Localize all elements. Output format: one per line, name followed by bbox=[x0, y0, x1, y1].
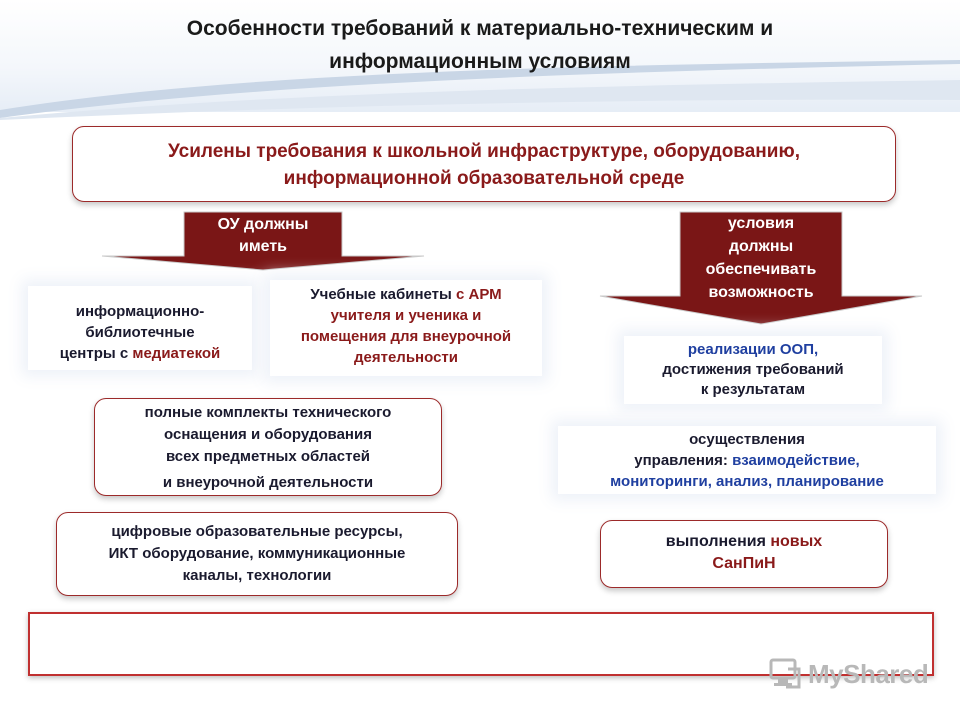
library-centers-item: информационно- библиотечные центры с мед… bbox=[28, 286, 252, 370]
oop-line-1: реализации ООП, bbox=[687, 341, 819, 358]
classrooms-line-1-text: Учебные кабинеты bbox=[310, 286, 457, 303]
equipment-line-2: оснащения и оборудования bbox=[164, 426, 372, 443]
classrooms-line-4: деятельности bbox=[354, 349, 458, 366]
right-arrow-label: условия должны обеспечивать возможность bbox=[680, 212, 842, 304]
myshared-logo-icon bbox=[769, 658, 801, 689]
right-arrow-line-4: возможность bbox=[708, 284, 814, 301]
management-line-3: мониторинги, анализ, планирование bbox=[610, 473, 884, 490]
sanpin-line-2: СанПиН bbox=[712, 555, 776, 572]
library-line-1: информационно- bbox=[75, 303, 205, 320]
oop-line-3: к результатам bbox=[700, 381, 806, 398]
classrooms-line-3: помещения для внеурочной bbox=[300, 328, 512, 345]
right-arrow-line-2: должны bbox=[728, 238, 794, 255]
management-line-2-text: управления: bbox=[634, 452, 733, 469]
slide-title: Особенности требований к материально-тех… bbox=[80, 12, 880, 78]
classrooms-line-2: учителя и ученика и bbox=[330, 307, 482, 324]
header-swoosh bbox=[0, 60, 960, 120]
equipment-line-3: всех предметных областей bbox=[165, 448, 371, 465]
library-line-2: библиотечные bbox=[85, 324, 195, 341]
left-arrow-label: ОУ должны иметь bbox=[184, 214, 342, 258]
management-line-1: осуществления bbox=[689, 431, 805, 448]
classrooms-line-1: Учебные кабинеты с АРМ bbox=[270, 284, 542, 305]
library-mediateka-text: медиатекой bbox=[132, 345, 221, 362]
right-arrow-line-3: обеспечивать bbox=[705, 261, 817, 278]
library-line-3-text: центры с bbox=[59, 345, 133, 362]
classrooms-item: Учебные кабинеты с АРМ учителя и ученика… bbox=[270, 280, 542, 376]
sanpin-new-text: новых bbox=[770, 533, 823, 550]
myshared-watermark: MyShared bbox=[768, 654, 929, 694]
digital-line-2: ИКТ оборудование, коммуникационные bbox=[108, 545, 406, 562]
library-line-3: центры с медиатекой bbox=[28, 343, 252, 364]
management-interaction-text: взаимодействие, bbox=[732, 452, 860, 469]
digital-resources-box: цифровые образовательные ресурсы, ИКТ об… bbox=[56, 512, 458, 596]
bottom-bar bbox=[28, 612, 934, 676]
equipment-box: полные комплекты технического оснащения … bbox=[94, 398, 442, 496]
sanpin-line-1: выполнения новых bbox=[601, 531, 887, 553]
sanpin-box: выполнения новых СанПиН bbox=[600, 520, 888, 588]
sanpin-line-1-text: выполнения bbox=[665, 533, 771, 550]
digital-line-1: цифровые образовательные ресурсы, bbox=[111, 523, 403, 540]
right-down-arrow bbox=[599, 211, 923, 325]
main-box-line-2: информационной образовательной среде bbox=[283, 168, 685, 189]
right-arrow-line-1: условия bbox=[727, 215, 795, 232]
left-down-arrow bbox=[101, 211, 425, 271]
title-line-1: Особенности требований к материально-тех… bbox=[186, 17, 774, 40]
equipment-line-4: и внеурочной деятельности bbox=[162, 474, 374, 491]
management-item: осуществления управления: взаимодействие… bbox=[558, 426, 936, 494]
management-line-2: управления: взаимодействие, bbox=[558, 450, 936, 471]
oop-line-2: достижения требований bbox=[662, 361, 844, 378]
left-arrow-line-1: ОУ должны bbox=[217, 216, 309, 233]
left-arrow-line-2: иметь bbox=[238, 238, 288, 255]
digital-line-3: каналы, технологии bbox=[182, 567, 332, 584]
classrooms-arm-text: с АРМ bbox=[456, 286, 502, 303]
main-requirements-box: Усилены требования к школьной инфраструк… bbox=[72, 126, 896, 202]
oop-item: реализации ООП, достижения требований к … bbox=[624, 336, 882, 404]
myshared-logo-text: MyShared bbox=[808, 658, 929, 689]
title-line-2: информационным условиям bbox=[329, 50, 631, 73]
equipment-line-1: полные комплекты технического bbox=[144, 404, 392, 421]
main-box-line-1: Усилены требования к школьной инфраструк… bbox=[168, 141, 800, 162]
